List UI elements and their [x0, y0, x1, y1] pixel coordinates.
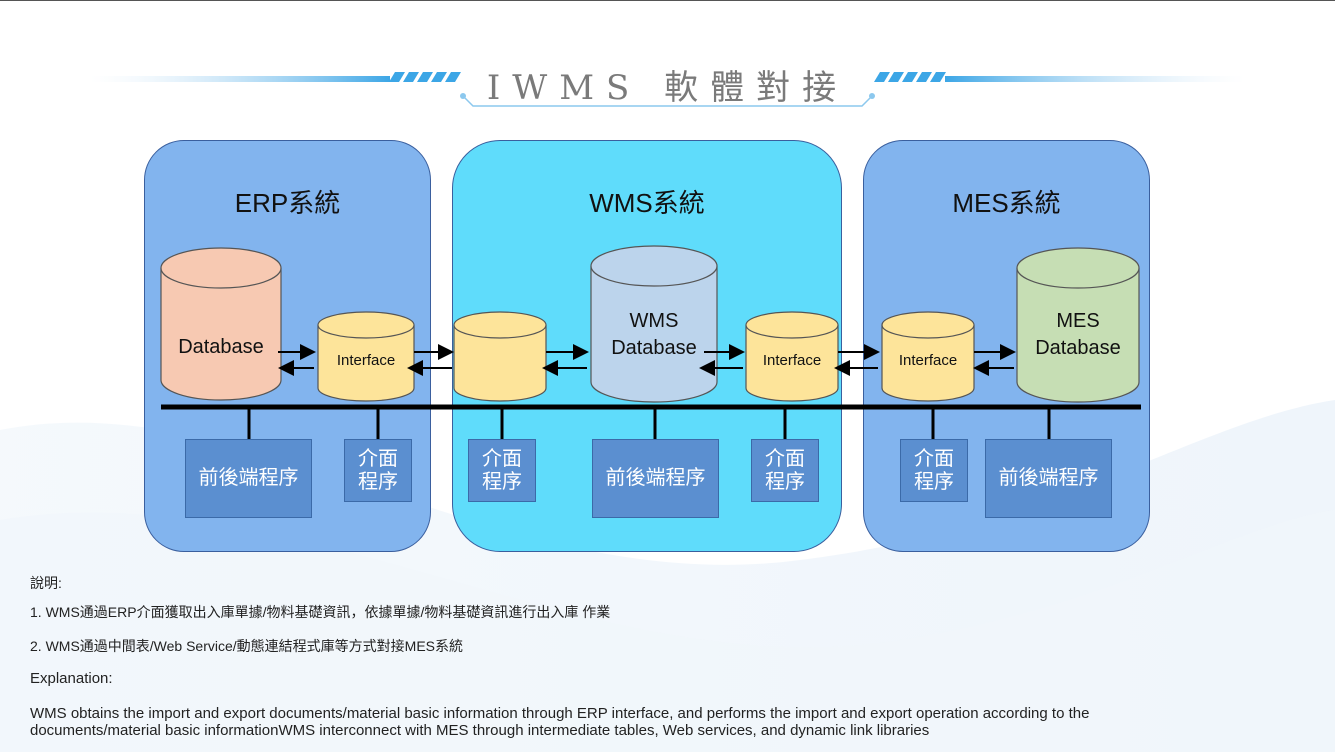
erp-interface-program-box: 介面 程序: [344, 439, 412, 502]
mes-program-box: 前後端程序: [985, 439, 1112, 518]
wms-interface-label: Interface: [762, 352, 822, 369]
erp-database-label: Database: [178, 336, 264, 358]
wms-system-title: WMS系統: [589, 188, 705, 218]
wms-program-box: 前後端程序: [592, 439, 719, 518]
notes-item-1: 1. WMS通過ERP介面獲取出入庫單據/物料基礎資訊，依據單據/物料基礎資訊進…: [30, 604, 611, 620]
mes-interface-cylinder: [881, 311, 975, 402]
erp-program-box: 前後端程序: [185, 439, 312, 518]
wms-database-label: WMS Database: [611, 310, 697, 359]
title-decoration: [90, 72, 1245, 107]
wms-database-cylinder: [590, 245, 718, 403]
mes-database-label: MES Database: [1035, 310, 1121, 359]
mes-interface-label: Interface: [898, 352, 958, 369]
mes-system-title: MES系統: [952, 188, 1061, 218]
page-title: IWMS 軟體對接: [486, 68, 849, 108]
explanation-line-1: WMS obtains the import and export docume…: [30, 705, 1090, 722]
wms-right-interface-cylinder: [745, 311, 839, 402]
wms-left-interface-cylinder: [453, 311, 547, 402]
mes-interface-program-box: 介面 程序: [900, 439, 968, 502]
mes-database-cylinder: [1016, 247, 1140, 403]
data-flow-arrows: [278, 344, 1016, 376]
wms-right-interface-program-box: 介面 程序: [751, 439, 819, 502]
erp-interface-label: Interface: [336, 352, 396, 369]
bus-connectors: [247, 407, 1051, 440]
top-border-line: [0, 0, 1335, 1]
explanation-heading: Explanation:: [30, 670, 113, 687]
notes-heading: 說明:: [30, 575, 62, 591]
erp-database-cylinder: [160, 247, 282, 401]
wms-left-interface-program-box: 介面 程序: [468, 439, 536, 502]
erp-interface-cylinder: [317, 311, 415, 402]
erp-system-title: ERP系統: [234, 188, 341, 218]
explanation-line-2: documents/material basic informationWMS …: [30, 722, 930, 739]
notes-item-2: 2. WMS通過中間表/Web Service/動態連結程式庫等方式對接MES系…: [30, 638, 464, 654]
